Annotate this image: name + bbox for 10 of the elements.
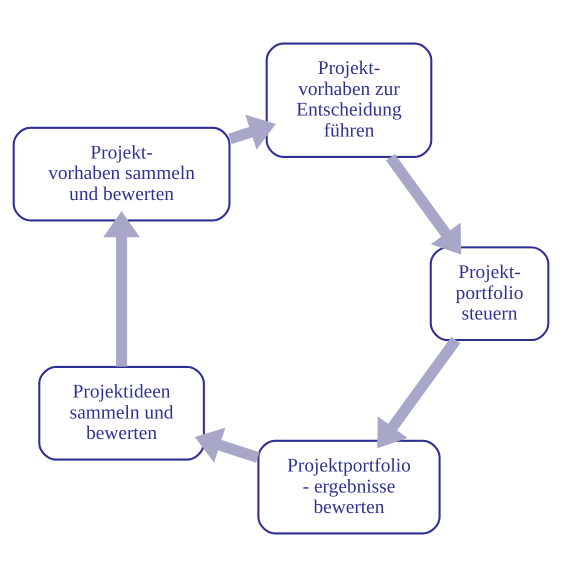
arrow — [194, 428, 260, 463]
node-box: Projektportfolio- ergebnisse bewerten — [257, 440, 441, 534]
arrow — [377, 336, 460, 448]
node-box: Projekt- vorhaben sammeln und bewerten — [12, 126, 230, 222]
node-box: Projektideen sammeln und bewerten — [38, 366, 205, 461]
node-box: Projekt- portfolio steuern — [430, 246, 550, 342]
arrow — [228, 114, 276, 150]
arrow — [386, 154, 462, 255]
arrow — [103, 211, 140, 367]
node-box: Projekt- vorhaben zur Entscheidung führen — [266, 42, 432, 158]
